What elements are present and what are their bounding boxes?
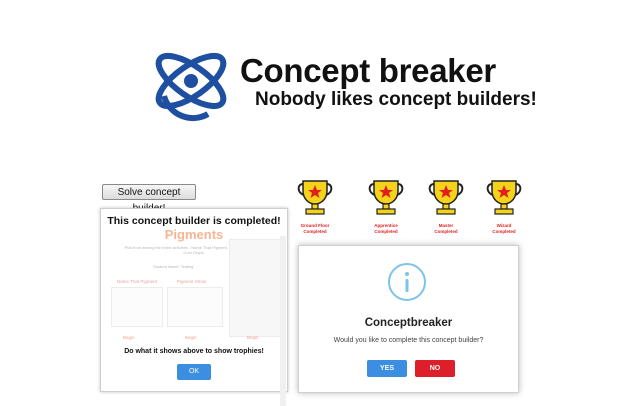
trophy-label-line: Wizard — [496, 223, 512, 228]
trophy-label-line: Master — [438, 223, 454, 228]
background-strip — [280, 236, 286, 406]
trophy-label-line: Ground Floor — [300, 223, 330, 228]
completed-card: Pigments Pick from among the three activ… — [100, 208, 288, 392]
trophy-label-line: Apprentice — [374, 223, 398, 228]
side-panel — [229, 239, 281, 337]
trophy-label-line: Completed — [303, 228, 327, 234]
trophy-label-ground-floor: Ground Floor Completed — [290, 223, 340, 234]
trophy-label-line: Completed — [374, 228, 398, 234]
trophy-label-apprentice: Apprentice Completed — [361, 223, 411, 234]
student-value: Testing — [180, 264, 194, 269]
background-page: Pigments Pick from among the three activ… — [101, 209, 287, 391]
atom-icon — [155, 52, 227, 122]
info-icon — [388, 263, 426, 301]
student-label: Student Name: — [153, 264, 180, 269]
completed-title: This concept builder is completed! — [107, 215, 281, 227]
confirm-dialog: Conceptbreaker Would you like to complet… — [298, 245, 519, 393]
ok-button[interactable]: OK — [177, 364, 211, 380]
trophy-label-line: Completed — [434, 228, 458, 234]
dialog-title: Conceptbreaker — [364, 317, 453, 329]
begin-link: Begin — [247, 335, 259, 340]
yes-button[interactable]: YES — [367, 360, 407, 377]
trophy-icon — [486, 180, 522, 215]
trophy-label-wizard: Wizard Completed — [479, 223, 529, 234]
activity-panel — [167, 287, 223, 327]
trophy-icon — [297, 180, 333, 215]
no-button[interactable]: NO — [415, 360, 455, 377]
begin-link: Begin — [123, 335, 135, 340]
background-heading: Pigments — [164, 227, 224, 242]
trophy-label-master: Master Completed — [421, 223, 471, 234]
trophy-label-line: Completed — [492, 228, 516, 234]
brand-title: Concept breaker — [240, 52, 496, 89]
activity-panel — [111, 287, 163, 327]
brand-tagline: Nobody likes concept builders! — [255, 89, 537, 110]
dialog-message: Would you like to complete this concept … — [333, 337, 484, 344]
activity-name-that-pigment: Name That Pigment — [117, 279, 157, 284]
begin-link: Begin — [185, 335, 197, 340]
completed-footer: Do what it shows above to show trophies! — [124, 348, 264, 355]
solve-concept-builder-button[interactable]: Solve concept builder! — [102, 184, 196, 214]
trophy-icon — [428, 180, 464, 215]
trophy-icon — [368, 180, 404, 215]
student-name-row: Student Name: Testing — [153, 264, 193, 269]
background-intro: Pick from among the three activities - N… — [124, 245, 264, 255]
activity-pigment-show: Pigment Show — [177, 279, 207, 284]
